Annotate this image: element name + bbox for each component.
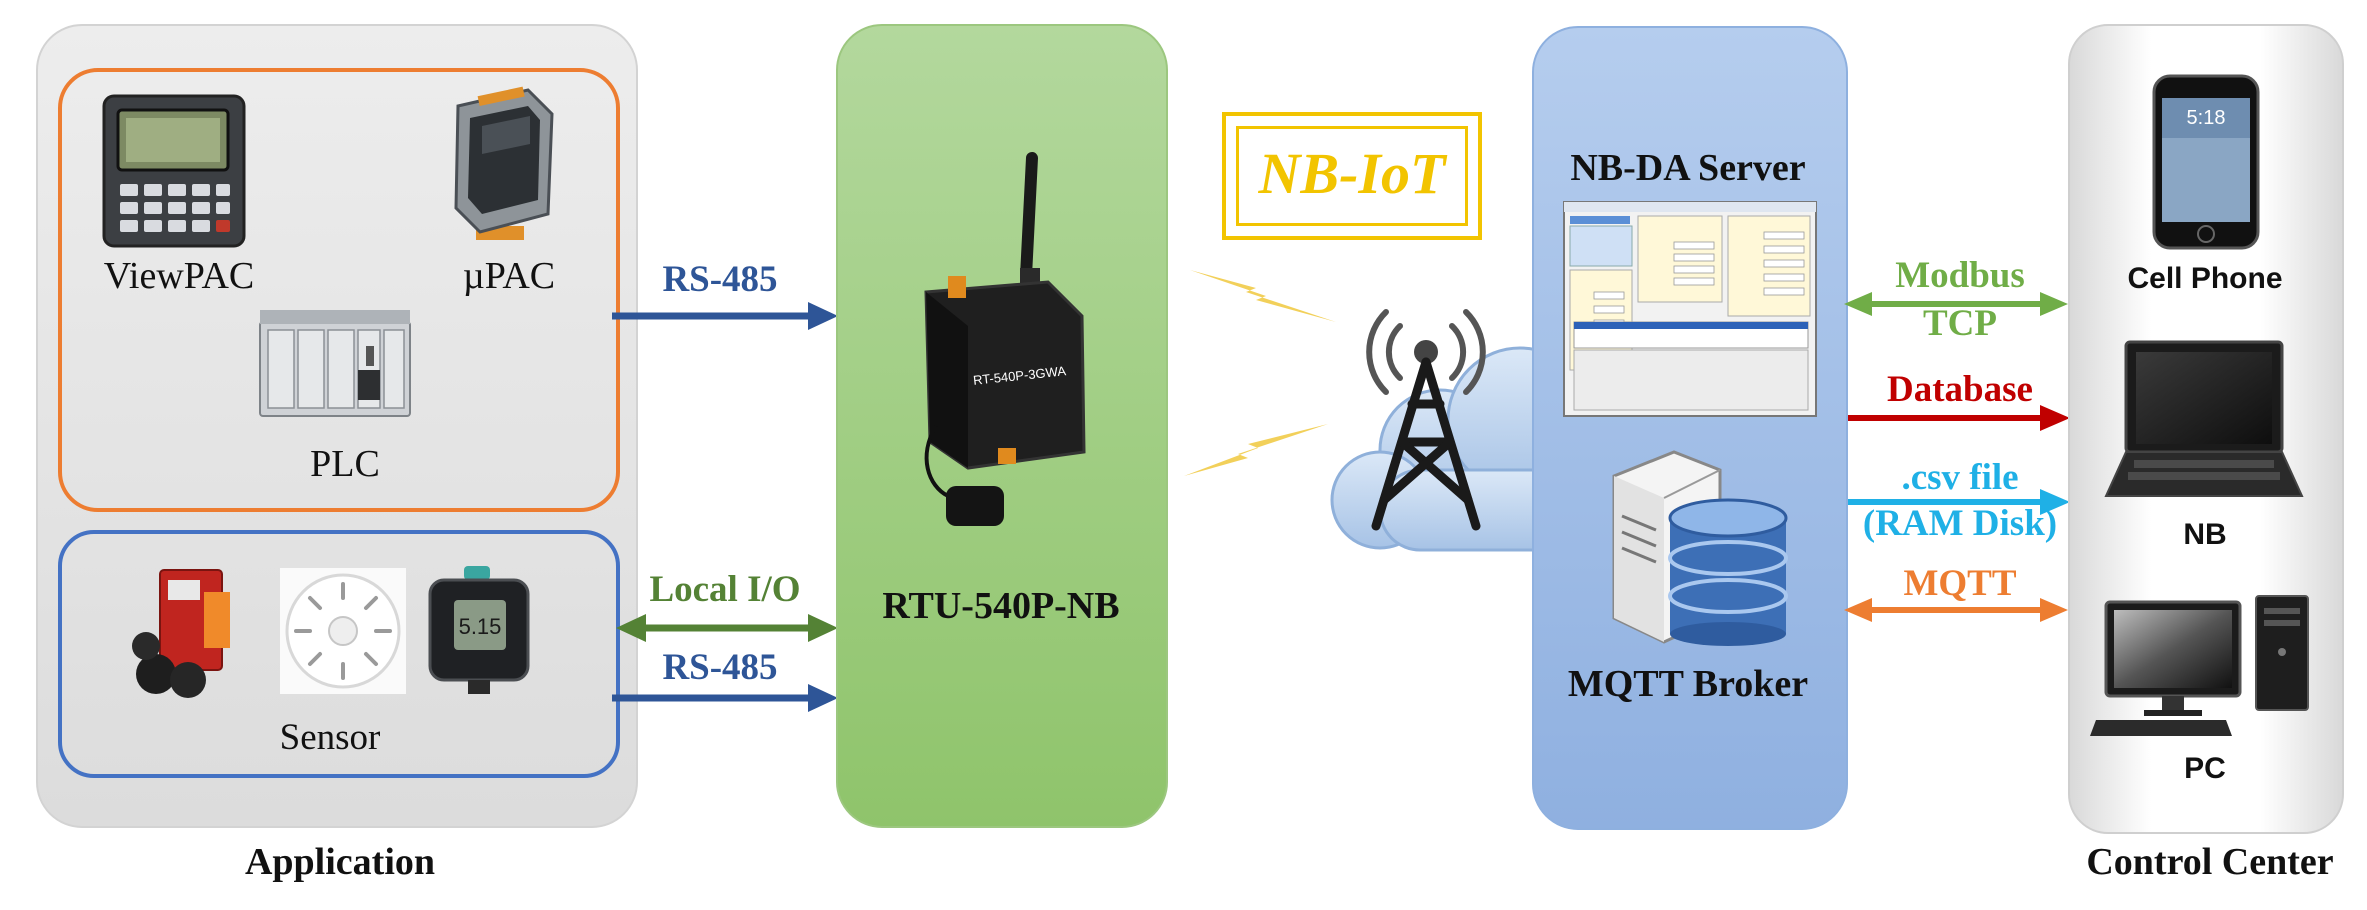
nbiot-box <box>1222 112 1482 240</box>
modbus-label-line2: TCP <box>1923 303 1997 344</box>
sensor-label: Sensor <box>279 717 381 758</box>
nbda-server-title: NB-DA Server <box>1570 147 1806 189</box>
rtu-device-image: RT-540P-3GWA <box>924 152 1086 526</box>
rs485-top-arrow <box>612 302 838 330</box>
database-arrow <box>1848 405 2070 431</box>
upac-label: µPAC <box>462 255 556 297</box>
pc-label: PC <box>2184 752 2226 785</box>
cell-phone-icon: 5:18 <box>2152 74 2260 250</box>
upac-device-image <box>454 86 554 240</box>
database-icon <box>1668 498 1788 646</box>
laptop-icon <box>2104 340 2304 497</box>
mqtt-arrow <box>1844 598 2068 622</box>
control-center-title: Control Center <box>2086 841 2334 883</box>
rs485-bottom-arrow <box>612 684 838 712</box>
local-io-arrow <box>616 614 838 642</box>
rtu-label: RTU-540P-NB <box>882 585 1120 627</box>
sensor-display-readout: 5.15 <box>459 614 502 639</box>
sensor-group <box>58 530 620 778</box>
csv-file-arrow <box>1848 489 2070 515</box>
plc-device-image <box>259 310 411 417</box>
csv-label-line1: .csv file <box>1901 457 2019 498</box>
viewpac-device-image <box>102 94 246 248</box>
mqtt-broker-server-icon <box>1612 450 1788 646</box>
csv-label-line2: (RAM Disk) <box>1862 503 2058 544</box>
server-panel <box>1532 26 1848 830</box>
controllers-group <box>58 68 620 512</box>
modbus-label-line1: Modbus <box>1895 255 2025 296</box>
mqtt-broker-label: MQTT Broker <box>1567 663 1809 705</box>
nbiot-box-inner <box>1236 126 1468 226</box>
power-meter-sensor-image <box>132 569 230 698</box>
nbda-server-window <box>1563 201 1817 417</box>
lightning-bolt-icon-bottom <box>1184 424 1328 476</box>
viewpac-label: ViewPAC <box>103 255 255 297</box>
cell-phone-label: Cell Phone <box>2127 262 2283 295</box>
modbus-tcp-arrow <box>1844 292 2068 316</box>
plc-label: PLC <box>310 443 380 485</box>
pc-icon <box>2090 595 2309 736</box>
application-title: Application <box>244 841 436 883</box>
rs485-bottom-label: RS-485 <box>662 647 778 688</box>
phone-time: 5:18 <box>2187 107 2226 129</box>
mqtt-label: MQTT <box>1903 563 2017 604</box>
cell-tower-icon <box>1366 309 1486 531</box>
nb-label: NB <box>2183 518 2227 551</box>
rs485-top-label: RS-485 <box>662 259 778 300</box>
lightning-bolt-icon-top <box>1190 270 1336 322</box>
temperature-sensor-image <box>280 568 406 694</box>
local-io-label: Local I/O <box>649 569 801 610</box>
database-label: Database <box>1887 369 2033 410</box>
nbiot-label: NB-IoT <box>1258 141 1446 206</box>
io-module-sensor-image: 5.15 <box>428 566 530 694</box>
